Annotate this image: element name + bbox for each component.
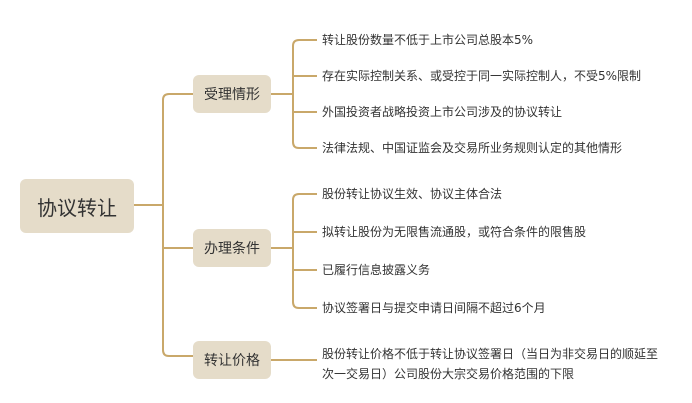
leaf-text: 转让股份数量不低于上市公司总股本5% xyxy=(322,33,534,47)
category-node-price: 转让价格 xyxy=(193,341,271,379)
leaf-text: 法律法规、中国证监会及交易所业务规则认定的其他情形 xyxy=(322,141,623,155)
leaf-text: 已履行信息披露义务 xyxy=(322,263,431,277)
leaf-text: 存在实际控制关系、或受控于同一实际控制人，不受5%限制 xyxy=(322,69,642,83)
category-node-acceptance: 受理情形 xyxy=(193,75,271,113)
leaf-text: 外国投资者战略投资上市公司涉及的协议转让 xyxy=(322,105,563,119)
leaf-text: 股份转让价格不低于转让协议签署日（当日为非交易日的顺延至次一交易日）公司股份大宗… xyxy=(322,347,659,381)
leaf-text: 拟转让股份为无限售流通股，或符合条件的限售股 xyxy=(322,225,587,239)
cat2-bracket xyxy=(292,193,300,309)
main-trunk xyxy=(162,93,170,357)
leaf-text: 股份转让协议生效、协议主体合法 xyxy=(322,187,503,201)
leaf-text: 协议签署日与提交申请日间隔不超过6个月 xyxy=(322,301,546,315)
cat1-bracket xyxy=(292,39,300,149)
category-node-conditions: 办理条件 xyxy=(193,229,271,267)
root-node: 协议转让 xyxy=(20,179,134,233)
